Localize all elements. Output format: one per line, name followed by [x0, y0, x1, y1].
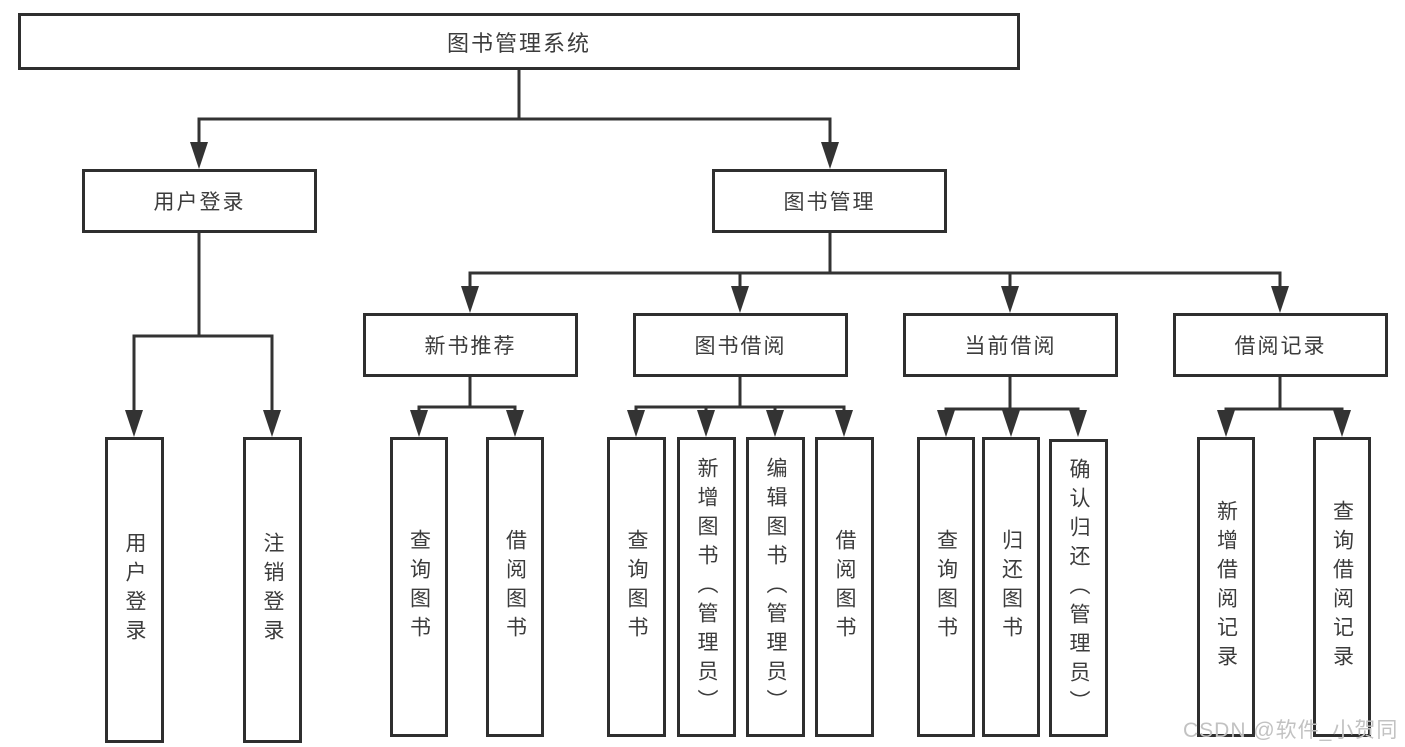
node-user-login-group: 用户登录: [82, 169, 317, 233]
leaf-edit-books-admin: 编辑图书（管理员）: [746, 437, 805, 737]
leaf-borrow-books-recommend: 借阅图书: [486, 437, 544, 737]
leaf-confirm-return-admin: 确认归还（管理员）: [1049, 439, 1108, 737]
leaf-query-books-recommend: 查询图书: [390, 437, 448, 737]
node-new-book-recommend: 新书推荐: [363, 313, 578, 377]
node-root: 图书管理系统: [18, 13, 1020, 70]
node-book-borrowing: 图书借阅: [633, 313, 848, 377]
leaf-query-books-current: 查询图书: [917, 437, 975, 737]
leaf-query-borrow-record: 查询借阅记录: [1313, 437, 1371, 737]
leaf-query-books-borrowing: 查询图书: [607, 437, 666, 737]
leaf-borrow-books-borrowing: 借阅图书: [815, 437, 874, 737]
node-borrowing-records: 借阅记录: [1173, 313, 1388, 377]
leaf-user-login: 用户登录: [105, 437, 164, 743]
node-current-borrowing: 当前借阅: [903, 313, 1118, 377]
node-book-management: 图书管理: [712, 169, 947, 233]
leaf-add-borrow-record: 新增借阅记录: [1197, 437, 1255, 737]
leaf-add-books-admin: 新增图书（管理员）: [677, 437, 736, 737]
leaf-return-books: 归还图书: [982, 437, 1040, 737]
leaf-logout-login: 注销登录: [243, 437, 302, 743]
